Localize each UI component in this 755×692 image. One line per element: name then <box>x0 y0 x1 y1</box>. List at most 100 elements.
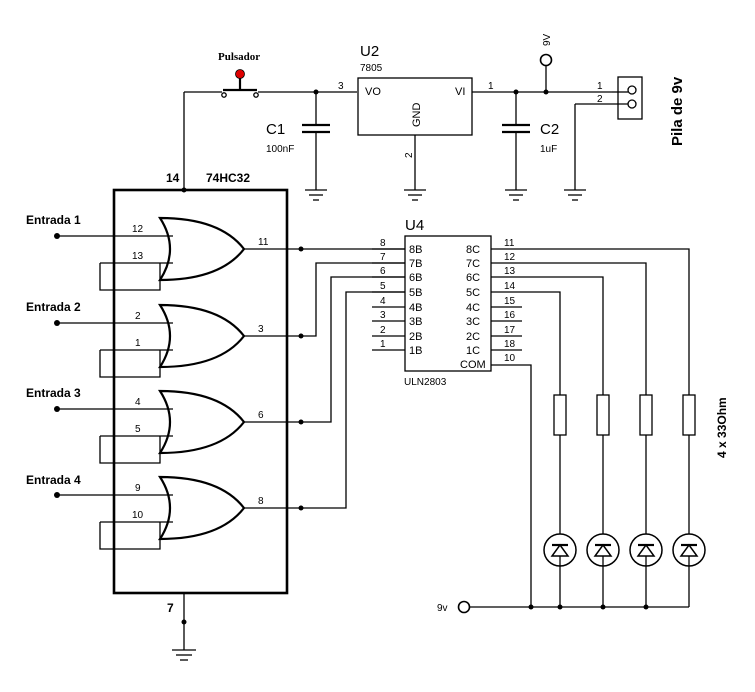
input-label-1: Entrada 1 <box>26 213 81 227</box>
u4-part: ULN2803 <box>404 377 447 388</box>
u4-pin-name: 5B <box>409 287 422 299</box>
u4-pin-number: 6 <box>380 266 386 277</box>
u4-pin-number: 10 <box>504 353 516 364</box>
battery-label: Pila de 9v <box>669 76 686 146</box>
gate-to-driver-wiring <box>298 246 405 511</box>
gate-4-pin-b: 10 <box>132 510 144 521</box>
gate-3-pin-a: 4 <box>135 397 141 408</box>
input-label-3: Entrada 3 <box>26 386 81 400</box>
u4-ref: U4 <box>405 217 424 234</box>
input-label-2: Entrada 2 <box>26 300 81 314</box>
u4-pin-number: 14 <box>504 281 516 292</box>
resistor <box>596 394 610 534</box>
ground-symbol <box>172 649 196 661</box>
u4-pin-name: 1B <box>409 345 422 357</box>
u4-pin-name: 3C <box>466 316 480 328</box>
u2-vi-label: VI <box>455 86 465 98</box>
supply-bottom-label: 9v <box>437 603 448 614</box>
u4-pin-name: 4C <box>466 302 480 314</box>
u4-pin-name: 8C <box>466 244 480 256</box>
u4-pin-name: 4B <box>409 302 422 314</box>
resistor <box>639 394 653 534</box>
gate-1-pin-a: 12 <box>132 224 144 235</box>
ic-74hc32 <box>112 188 289 661</box>
battery-connector <box>574 76 643 190</box>
u4-pin-name: 2B <box>409 331 422 343</box>
gnd-pin-number: 7 <box>167 601 174 615</box>
u4-pin-number: 11 <box>504 238 515 249</box>
u4-pin-number: 17 <box>504 325 516 336</box>
or-gate-2 <box>54 303 301 378</box>
ic-part-label: 74HC32 <box>206 171 250 185</box>
led <box>629 533 663 607</box>
power-section: Pulsador C1 100nF U2 7805 VO VI GND 3 1 <box>181 33 686 201</box>
u2-pin-vi: 1 <box>488 81 494 92</box>
u4-pin-name: 1C <box>466 345 480 357</box>
u4-pin-number: 16 <box>504 310 516 321</box>
led <box>586 533 620 607</box>
ic-uln2803 <box>372 235 522 372</box>
connector-pin-2: 2 <box>597 94 603 105</box>
gate-2-pin-b: 1 <box>135 338 141 349</box>
resistor <box>553 394 567 534</box>
u4-pin-number: 7 <box>380 252 386 263</box>
or-gate-3 <box>54 389 301 464</box>
u4-pin-name: 7C <box>466 258 480 270</box>
supply-terminal-top <box>539 53 553 95</box>
u4-pin-name: 2C <box>466 331 480 343</box>
ground-symbol <box>564 189 586 201</box>
u4-pin-name: 7B <box>409 258 422 270</box>
resistor <box>682 394 696 534</box>
supply-terminal-bottom <box>457 600 471 614</box>
u2-vo-label: VO <box>365 86 381 98</box>
u2-gnd-label: GND <box>411 103 423 128</box>
u4-pin-number: 12 <box>504 252 516 263</box>
gate-4-pin-out: 8 <box>258 496 264 507</box>
gate-2-pin-out: 3 <box>258 324 264 335</box>
c2-value: 1uF <box>540 144 557 155</box>
gate-2-pin-a: 2 <box>135 311 141 322</box>
u2-pin-gnd: 2 <box>404 152 415 158</box>
input-label-4: Entrada 4 <box>26 473 81 487</box>
u4-pin-name: COM <box>460 359 486 371</box>
ground-symbol <box>305 189 327 201</box>
or-gate-1 <box>54 216 301 291</box>
regulator-u2 <box>357 77 473 190</box>
push-button[interactable] <box>184 69 357 98</box>
output-wiring <box>469 248 690 610</box>
u2-part: 7805 <box>360 63 383 74</box>
gate-1-pin-out: 11 <box>258 237 269 248</box>
u4-pin-number: 3 <box>380 310 386 321</box>
led <box>672 533 706 607</box>
u4-pin-name: 5C <box>466 287 480 299</box>
u4-pin-number: 18 <box>504 339 516 350</box>
capacitor-c2 <box>502 89 530 190</box>
resistor-label: 4 x 33Ohm <box>715 397 729 458</box>
u4-pin-number: 5 <box>380 281 386 292</box>
u4-pin-number: 15 <box>504 296 516 307</box>
u4-pin-name: 3B <box>409 316 422 328</box>
u4-pin-number: 2 <box>380 325 386 336</box>
u4-pin-number: 13 <box>504 266 516 277</box>
vcc-pin-number: 14 <box>166 171 180 185</box>
u2-ref: U2 <box>360 43 379 60</box>
u2-pin-vo: 3 <box>338 81 344 92</box>
c1-value: 100nF <box>266 144 294 155</box>
capacitor-c1 <box>302 89 330 190</box>
gate-3-pin-out: 6 <box>258 410 264 421</box>
u4-pin-name: 8B <box>409 244 422 256</box>
u4-pin-number: 1 <box>380 339 386 350</box>
led <box>543 533 577 607</box>
u4-pin-name: 6C <box>466 272 480 284</box>
gate-1-pin-b: 13 <box>132 251 144 262</box>
ground-symbol <box>505 189 527 201</box>
push-button-label: Pulsador <box>218 51 260 63</box>
c2-ref: C2 <box>540 121 559 138</box>
u4-pin-name: 6B <box>409 272 422 284</box>
u4-pin-number: 4 <box>380 296 386 307</box>
ground-symbol <box>404 189 426 201</box>
gate-4-pin-a: 9 <box>135 483 141 494</box>
or-gate-4 <box>54 475 301 550</box>
c1-ref: C1 <box>266 121 285 138</box>
